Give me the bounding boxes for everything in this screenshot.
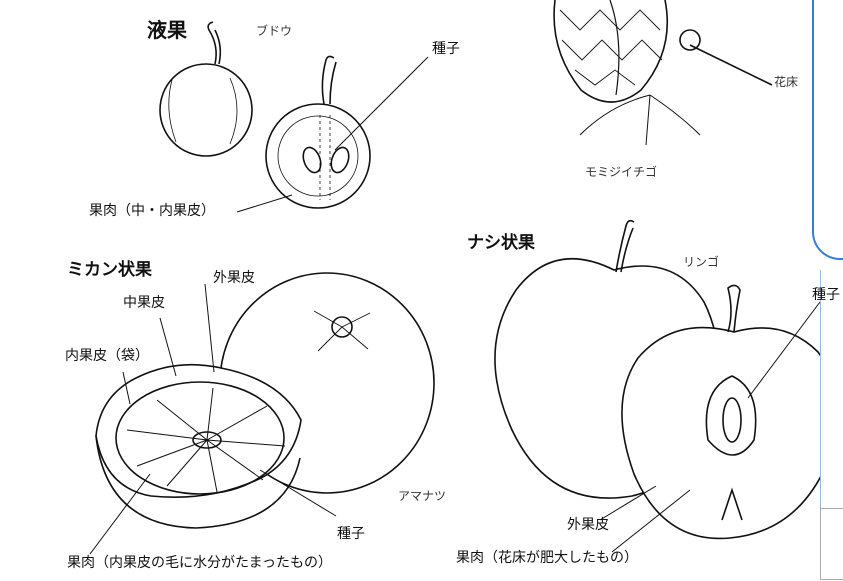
shushi-top-label: 種子: [432, 41, 460, 57]
kaniku-right-label: 果肉（花床が肥大したもの）: [456, 550, 638, 566]
ekika-title: 液果: [147, 18, 187, 42]
nashi-title: ナシ状果: [467, 233, 535, 253]
orange-cut-drawing: [95, 363, 302, 529]
mikan-title: ミカン状果: [67, 260, 152, 280]
shushi-left-label: 種子: [337, 526, 365, 542]
amanatsu-label: アマナツ: [398, 489, 447, 503]
ringo-label: リンゴ: [683, 255, 720, 269]
gaikahi-left-label: 外果皮: [213, 270, 255, 286]
callout-box: [812, 0, 843, 260]
chukahi-label: 中果皮: [123, 295, 165, 311]
gaikahi-right-label: 外果皮: [567, 517, 609, 533]
naikahi-label: 内果皮（袋）: [65, 348, 149, 364]
budou-label: ブドウ: [256, 24, 293, 38]
side-panel-edge: [820, 270, 843, 520]
shushi-right-label: 種子: [812, 287, 840, 303]
kaniku-left-label: 果肉（内果皮の毛に水分がたまったもの）: [67, 555, 333, 571]
side-box-fragment: [820, 508, 843, 580]
grape-whole-drawing: [159, 21, 253, 157]
kaniku-top-label: 果肉（中・内果皮）: [89, 203, 215, 219]
momiji-label: モミジイチゴ: [585, 165, 658, 179]
strawberry-drawing: [553, 0, 773, 146]
grape-cut-drawing: [265, 55, 371, 209]
kasho-label: 花床: [774, 75, 799, 89]
